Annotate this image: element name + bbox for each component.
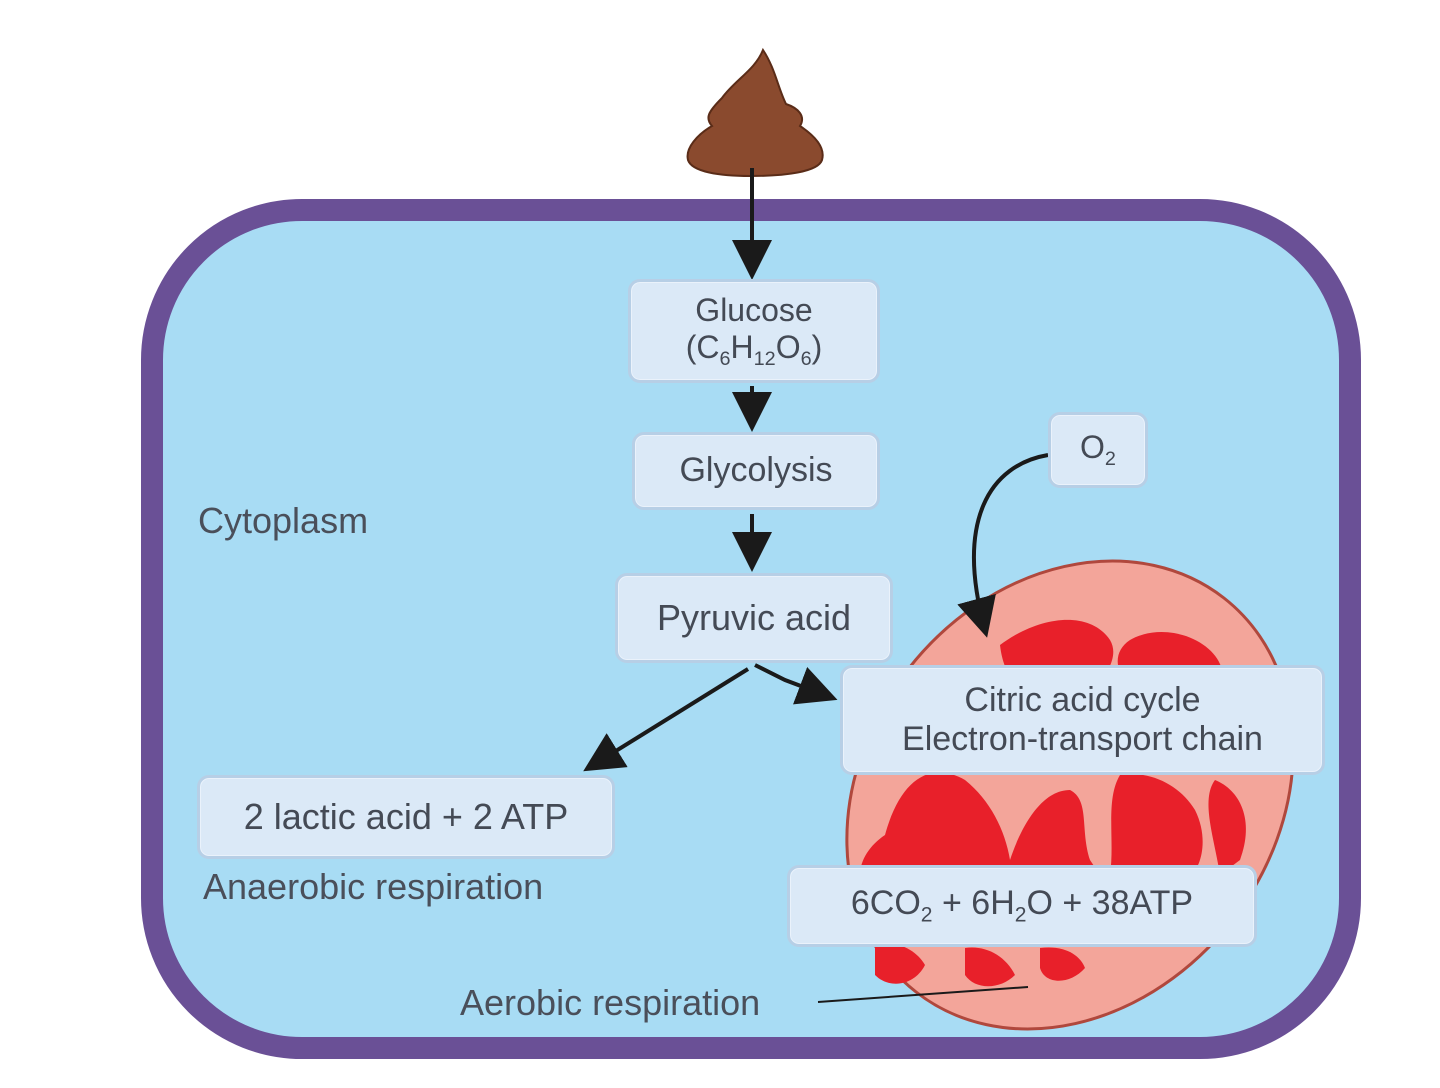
citric-acid-cycle-box: Citric acid cycle Electron-transport cha… — [840, 665, 1325, 775]
pyruvic-acid-box: Pyruvic acid — [615, 573, 893, 663]
glycolysis-box: Glycolysis — [632, 432, 880, 510]
anaerobic-respiration-label: Anaerobic respiration — [203, 866, 544, 907]
cytoplasm-label: Cytoplasm — [198, 500, 369, 541]
lactic-acid-box: 2 lactic acid + 2 ATP — [197, 775, 615, 859]
flow-arrows — [583, 168, 1049, 772]
glucose-title: Glucose — [695, 291, 813, 328]
oxygen-box: O2 — [1048, 412, 1148, 488]
glucose-formula: (C6H12O6) — [685, 328, 823, 370]
glucose-box: Glucose (C6H12O6) — [628, 279, 880, 383]
aerobic-respiration-label: Aerobic respiration — [460, 982, 761, 1023]
aerobic-pointer-line — [817, 986, 1029, 1003]
arrow-oxygen-to-mitochondrion — [957, 453, 1049, 638]
aerobic-products-box: 6CO2 + 6H2O + 38ATP — [787, 865, 1257, 947]
arrow-pyruvic-to-lactic — [583, 667, 750, 772]
arrow-pyruvic-to-citric — [754, 663, 838, 705]
glucose-drop-shape — [686, 47, 824, 178]
